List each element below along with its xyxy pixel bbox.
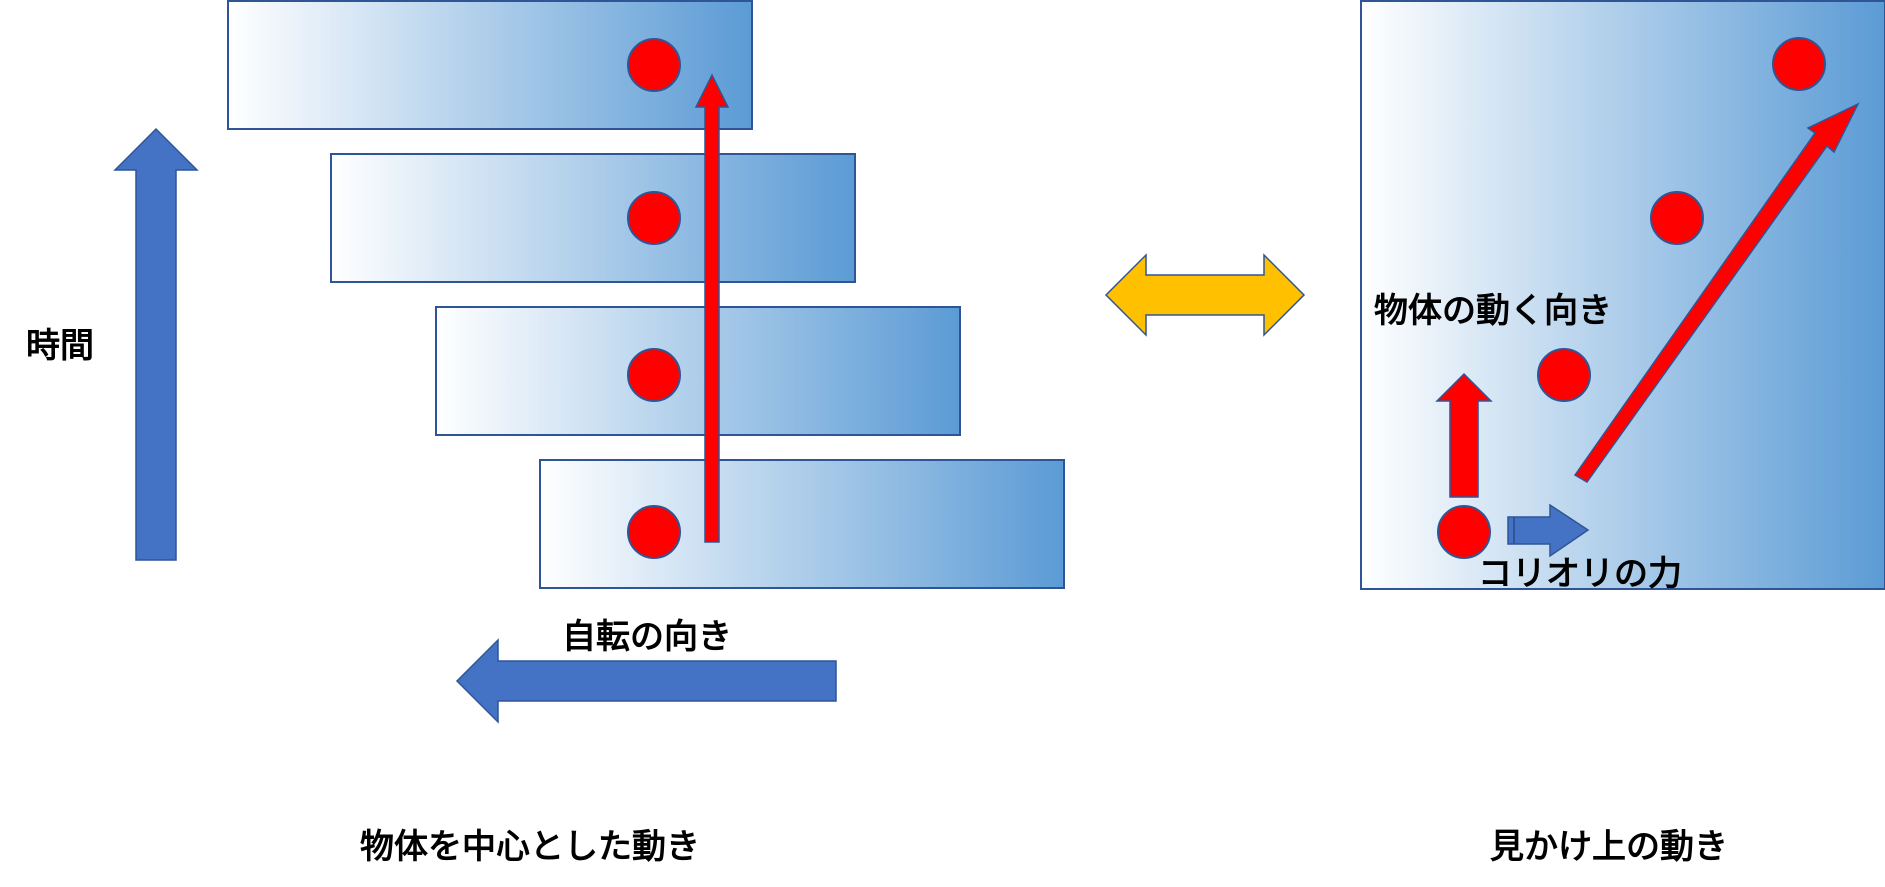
- right-balls: [1437, 37, 1826, 559]
- apparent-motion-panel: [1360, 0, 1885, 590]
- ball-left-4: [627, 38, 681, 92]
- trajectory-arrow-icon: [1573, 102, 1860, 483]
- time-label: 時間: [26, 326, 94, 366]
- motion-direction-arrow-icon: [1435, 372, 1493, 498]
- ball-left-2: [627, 348, 681, 402]
- ball-right-4: [1772, 37, 1826, 91]
- object-motion-direction-label: 物体の動く向き: [1374, 291, 1612, 331]
- object-path-arrow: [694, 73, 730, 543]
- ball-right-3: [1650, 191, 1704, 245]
- ball-left-3: [627, 191, 681, 245]
- frame-panel-3: [330, 153, 856, 283]
- ball-right-1: [1437, 505, 1491, 559]
- rotation-direction-label: 自転の向き: [562, 617, 732, 657]
- coriolis-force-label: コリオリの力: [1478, 554, 1682, 594]
- ball-right-2: [1537, 348, 1591, 402]
- time-arrow-icon: [113, 127, 199, 561]
- left-frames: [227, 0, 1065, 589]
- frame-panel-1: [539, 459, 1065, 589]
- ball-left-1: [627, 505, 681, 559]
- frame-panel-2: [435, 306, 961, 436]
- rotation-arrow-icon: [455, 638, 837, 724]
- caption-right: 見かけ上の動き: [1490, 827, 1728, 867]
- equivalence-arrow-icon: [1104, 253, 1306, 337]
- left-balls: [627, 38, 681, 559]
- caption-left: 物体を中心とした動き: [360, 827, 700, 867]
